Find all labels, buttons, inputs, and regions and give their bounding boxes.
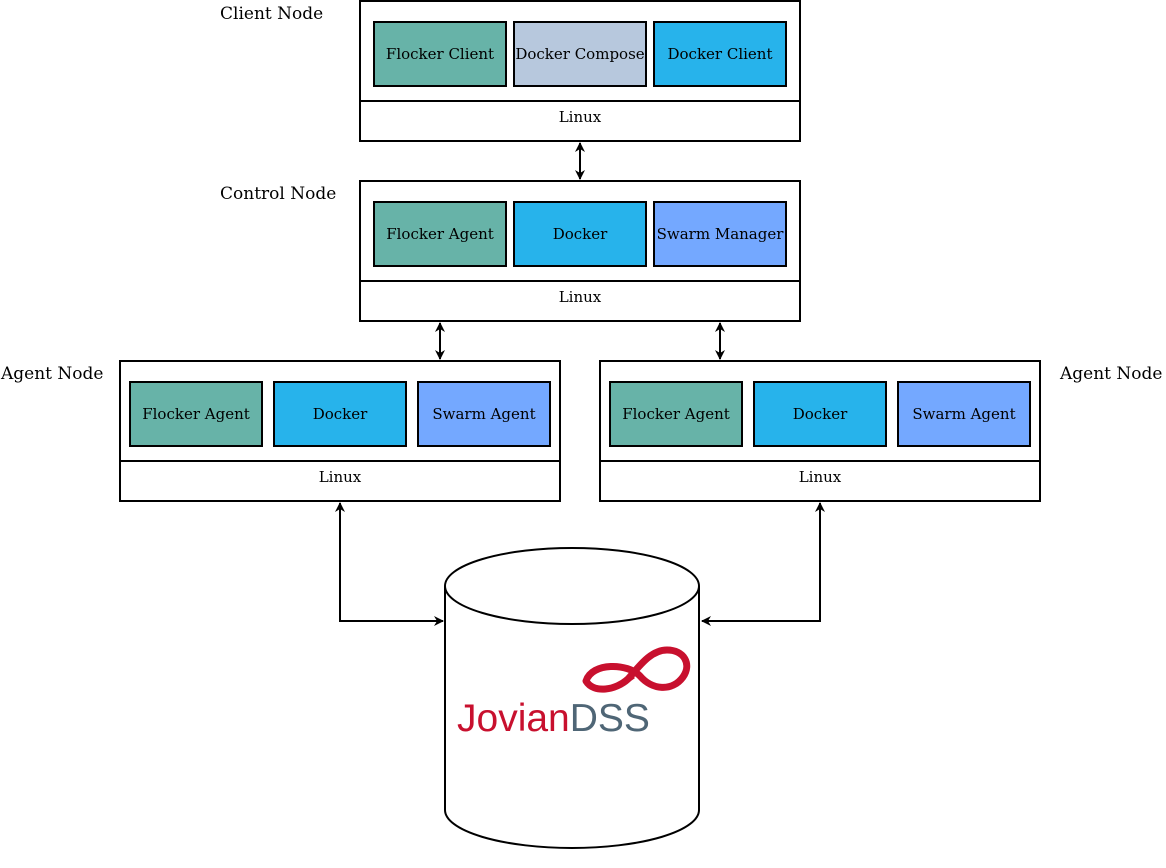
storage-cylinder (444, 547, 700, 849)
control-flocker-agent: Flocker Agent (373, 201, 507, 267)
agent-node-left: Flocker Agent Docker Swarm Agent Linux (119, 360, 561, 502)
infinity-logo-icon (582, 646, 691, 693)
client-docker-client: Docker Client (653, 21, 787, 87)
agent-left-storage-arrow (335, 502, 444, 626)
client-docker-compose: Docker Compose (513, 21, 647, 87)
control-node-label: Control Node (220, 184, 337, 204)
agent-node-right: Flocker Agent Docker Swarm Agent Linux (599, 360, 1041, 502)
agent-right-os-linux: Linux (601, 460, 1039, 500)
agent-right-docker: Docker (753, 381, 887, 447)
agent-right-swarm-agent: Swarm Agent (897, 381, 1031, 447)
agent-left-os-linux: Linux (121, 460, 559, 500)
control-os-linux: Linux (361, 280, 799, 320)
agent-node-right-label: Agent Node (1060, 364, 1163, 384)
client-node-label: Client Node (220, 4, 324, 24)
client-flocker-client: Flocker Client (373, 21, 507, 87)
brand-jovian-text: Jovian (457, 697, 570, 740)
agent-left-flocker-agent: Flocker Agent (129, 381, 263, 447)
agent-right-storage-arrow (701, 502, 825, 626)
client-node: Flocker Client Docker Compose Docker Cli… (359, 0, 801, 142)
brand-dss-text: DSS (570, 697, 650, 740)
control-docker: Docker (513, 201, 647, 267)
agent-left-docker: Docker (273, 381, 407, 447)
client-os-linux: Linux (361, 100, 799, 140)
agent-node-left-label: Agent Node (1, 364, 104, 384)
agent-left-swarm-agent: Swarm Agent (417, 381, 551, 447)
agent-right-flocker-agent: Flocker Agent (609, 381, 743, 447)
control-swarm-manager: Swarm Manager (653, 201, 787, 267)
storage-brand-wordmark: JovianDSS (457, 697, 650, 740)
control-node: Flocker Agent Docker Swarm Manager Linux (359, 180, 801, 322)
